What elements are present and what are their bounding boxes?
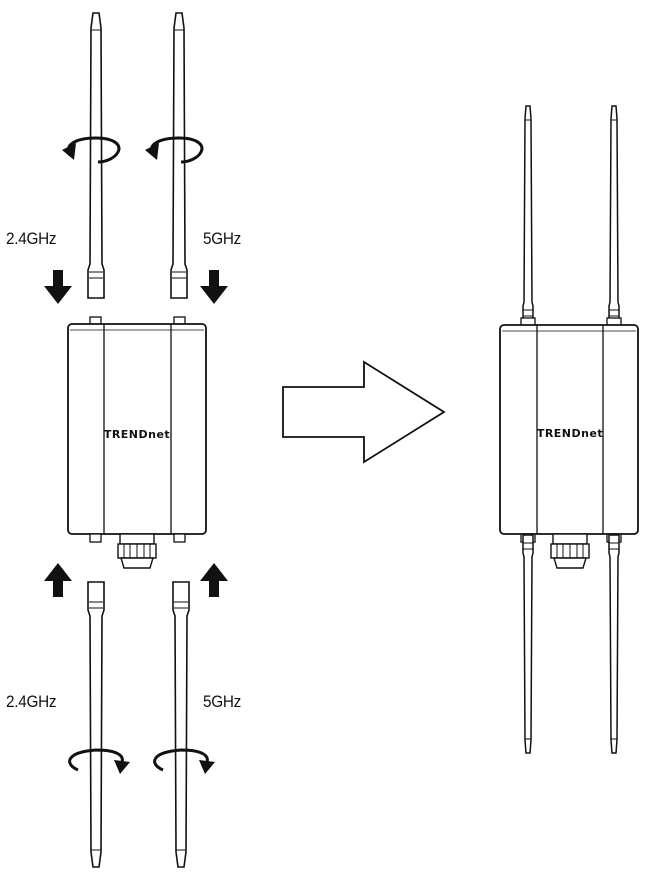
assembly-arrow-icon xyxy=(282,360,446,464)
arrow-down-left-icon xyxy=(44,270,72,304)
antenna-assembled-top-left xyxy=(522,105,534,325)
arrow-up-right-icon xyxy=(200,563,228,597)
antenna-top-right xyxy=(170,12,188,299)
antenna-assembled-bottom-left xyxy=(522,534,534,754)
antenna-assembled-top-right xyxy=(608,105,620,325)
antenna-bottom-right xyxy=(172,581,190,868)
rotate-arrow-bottom-right-icon xyxy=(153,748,215,774)
brand-logo-right: TRENDnet xyxy=(537,427,603,440)
label-2-4ghz-top: 2.4GHz xyxy=(6,229,57,248)
rotate-arrow-top-left-icon xyxy=(62,136,121,164)
brand-logo-left: TRENDnet xyxy=(104,428,170,441)
antenna-top-left xyxy=(87,12,105,299)
antenna-bottom-left xyxy=(87,581,105,868)
label-5ghz-bottom: 5GHz xyxy=(203,692,242,711)
label-2-4ghz-bottom: 2.4GHz xyxy=(6,692,57,711)
access-point-body-left: TRENDnet xyxy=(67,316,207,569)
arrow-down-right-icon xyxy=(200,270,228,304)
rotate-arrow-bottom-left-icon xyxy=(68,748,130,774)
label-5ghz-top: 5GHz xyxy=(203,229,242,248)
arrow-up-left-icon xyxy=(44,563,72,597)
antenna-assembled-bottom-right xyxy=(608,534,620,754)
rotate-arrow-top-right-icon xyxy=(145,136,204,164)
access-point-body-right: TRENDnet xyxy=(499,317,639,569)
